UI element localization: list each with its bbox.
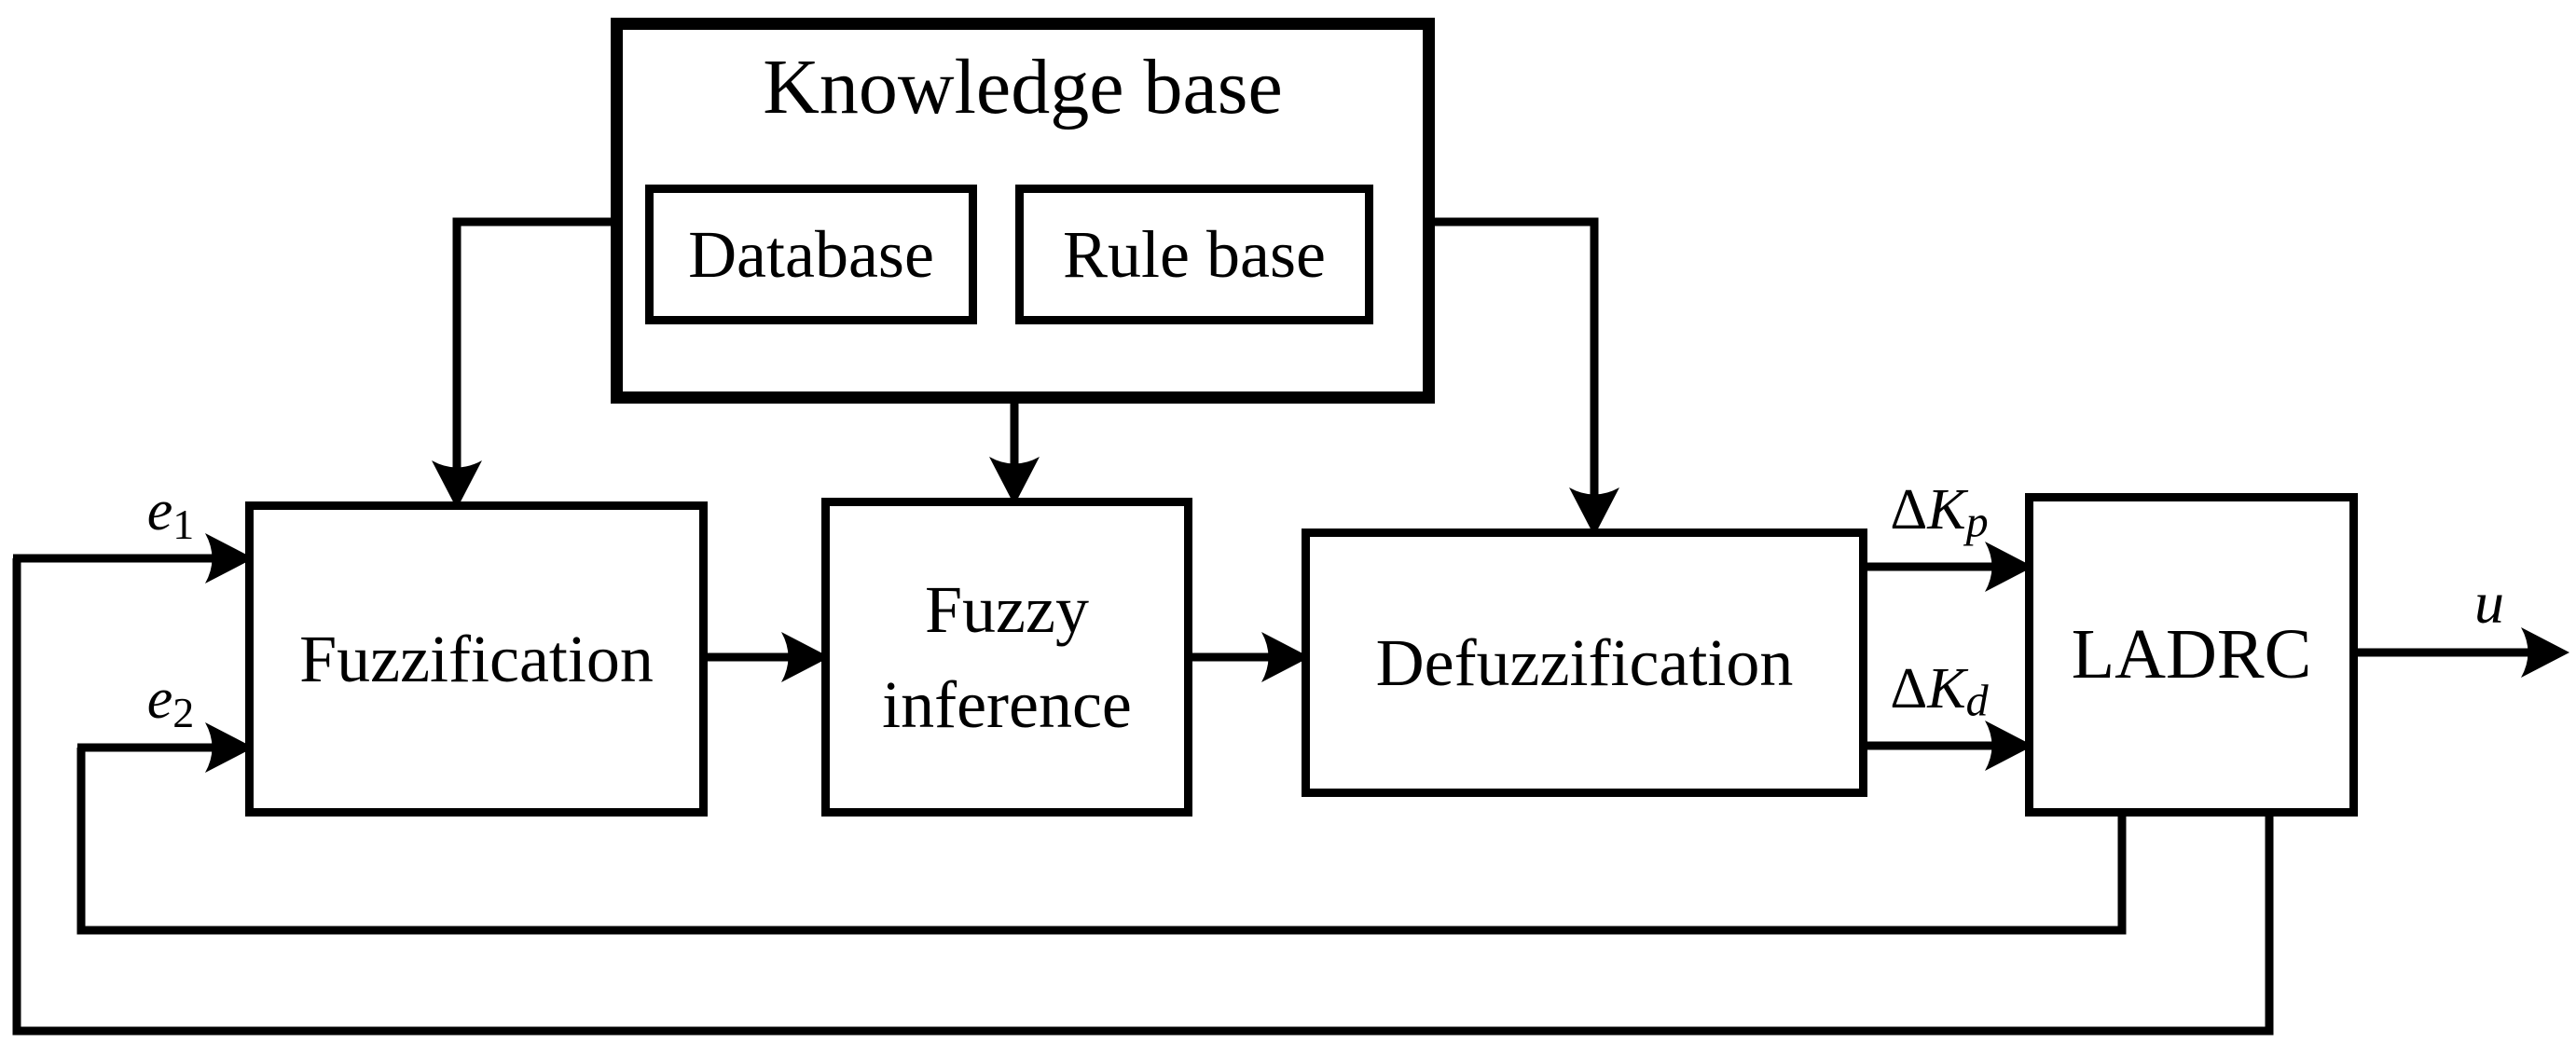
node-database: Database	[645, 185, 977, 324]
arrowhead-u-output	[2521, 627, 2569, 678]
database-label: Database	[688, 216, 934, 292]
node-defuzzification: Defuzzification	[1302, 528, 1867, 797]
delta-kd-delta: Δ	[1890, 657, 1928, 721]
arrowhead-e1-input	[205, 533, 254, 583]
fuzzy-inference-label: Fuzzy inference	[882, 571, 1132, 742]
u-base: u	[2474, 570, 2504, 636]
node-ladrc: LADRC	[2025, 493, 2358, 817]
delta-kp-subscript: p	[1965, 497, 1989, 547]
e2-subscript: 2	[172, 689, 195, 737]
delta-kd-subscript: d	[1965, 676, 1989, 726]
arrowhead-fuzzification-to-fuzzy-inference	[781, 632, 830, 682]
rule-base-label: Rule base	[1063, 216, 1326, 292]
arrowhead-e2-input	[205, 722, 254, 773]
delta-kp-delta: Δ	[1890, 478, 1928, 542]
label-e2: e2	[110, 667, 231, 737]
ladrc-label: LADRC	[2071, 614, 2312, 693]
wire-kb-to-defuzzification	[1429, 217, 1599, 501]
fuzzification-label: Fuzzification	[299, 621, 654, 696]
arrowhead-kb-to-fuzzy-inference	[989, 457, 1040, 505]
label-e1: e1	[110, 479, 231, 549]
arrowhead-kb-to-fuzzification	[432, 460, 482, 509]
wire-kb-to-fuzzification	[452, 217, 616, 475]
arrowhead-fuzzy-inference-to-defuzzification	[1261, 632, 1310, 682]
arrowhead-delta-kp	[1985, 542, 2033, 592]
e1-base: e	[146, 479, 173, 542]
node-fuzzy-inference: Fuzzy inference	[821, 498, 1192, 817]
label-u: u	[2433, 570, 2545, 636]
wire-feedback-inner	[76, 748, 2127, 935]
delta-kd-base: K	[1927, 657, 1966, 721]
e2-base: e	[146, 667, 173, 731]
node-rule-base: Rule base	[1015, 185, 1373, 324]
defuzzification-label: Defuzzification	[1375, 625, 1794, 700]
e1-subscript: 1	[172, 501, 195, 549]
node-knowledge-base: Knowledge base Database Rule base	[611, 18, 1435, 404]
label-delta-kd: ΔKd	[1851, 657, 2028, 726]
arrowhead-kb-to-defuzzification	[1569, 487, 1619, 536]
label-delta-kp: ΔKp	[1851, 478, 2028, 547]
delta-kp-base: K	[1927, 478, 1966, 542]
arrowhead-delta-kd	[1985, 721, 2033, 771]
wire-feedback-outer	[12, 558, 2274, 1036]
node-fuzzification: Fuzzification	[245, 501, 708, 817]
knowledge-base-title: Knowledge base	[763, 44, 1283, 130]
